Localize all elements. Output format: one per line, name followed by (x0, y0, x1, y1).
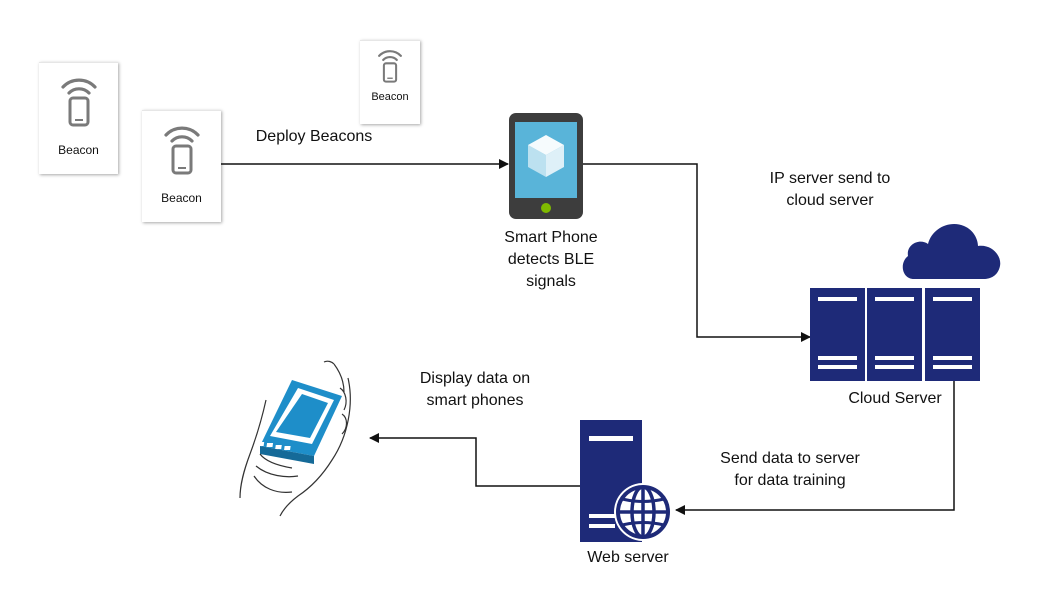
globe-icon (614, 483, 672, 541)
label-smart-phone-line-1: Smart Phone (504, 229, 598, 246)
web-server-icon (580, 420, 672, 542)
label-smart-phone-line-3: signals (526, 273, 576, 290)
beacon-label: Beacon (58, 143, 99, 157)
arrow-web-to-hand (369, 433, 582, 487)
hand-phone-icon (239, 360, 351, 517)
label-display-data: Display data on smart phones (400, 368, 550, 412)
label-smart-phone-line-2: detects BLE (507, 251, 595, 268)
beacon-icon (378, 50, 402, 83)
arrow-phone-to-cloud (582, 163, 811, 342)
label-display-data-line-2: smart phones (426, 392, 524, 409)
beacon-card-3: Beacon (360, 40, 420, 124)
label-ip-server: IP server send to cloud server (740, 168, 920, 212)
label-cloud-server: Cloud Server (848, 390, 942, 407)
beacon-card-1: Beacon (39, 62, 118, 174)
beacon-label: Beacon (371, 91, 409, 103)
label-web-server: Web server (587, 549, 669, 566)
server-rack-icon (810, 288, 980, 381)
label-ip-server-line-2: cloud server (786, 192, 874, 209)
cloud-icon (902, 224, 1001, 279)
label-send-data-line-1: Send data to server (720, 450, 860, 467)
arrow-cloud-to-web (675, 380, 955, 515)
beacon-icon (164, 126, 200, 175)
label-smart-phone: Smart Phone detects BLE signals (478, 227, 624, 293)
label-send-data: Send data to server for data training (700, 448, 880, 492)
label-send-data-line-2: for data training (734, 472, 846, 489)
label-ip-server-line-1: IP server send to (769, 170, 891, 187)
beacon-icon (61, 78, 97, 127)
label-display-data-line-1: Display data on (419, 370, 531, 387)
label-deploy-beacons: Deploy Beacons (255, 128, 373, 145)
beacon-label: Beacon (161, 191, 202, 205)
smartphone-icon (509, 113, 583, 219)
beacon-card-2: Beacon (142, 110, 221, 222)
